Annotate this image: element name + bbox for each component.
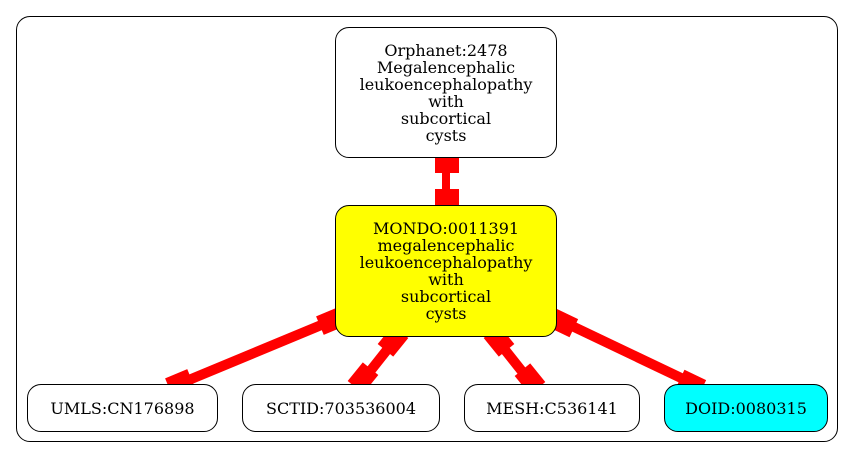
umls-node-label: UMLS:CN176898 [50, 398, 195, 418]
mondo-node-line-3: leukoencephalopathy [359, 253, 533, 272]
orphanet-node-line-6: cysts [425, 125, 467, 145]
mondo-node-line-4: with [428, 270, 464, 289]
mondo-node-line-5: subcortical [400, 287, 492, 306]
doid-node[interactable]: DOID:0080315 [664, 384, 828, 432]
doid-node-label: DOID:0080315 [685, 398, 807, 418]
orphanet-node[interactable]: Orphanet:2478 Megalencephalic leukoencep… [335, 27, 557, 158]
mesh-node-label: MESH:C536141 [486, 398, 618, 418]
mondo-node-line-6: cysts [425, 304, 467, 323]
orphanet-node-line-4: with [428, 91, 464, 111]
mondo-node-id: MONDO:0011391 [372, 219, 520, 238]
mondo-node-line-2: megalencephalic [377, 236, 515, 255]
sctid-node[interactable]: SCTID:703536004 [242, 384, 440, 432]
mesh-node[interactable]: MESH:C536141 [464, 384, 640, 432]
mondo-node[interactable]: MONDO:0011391 megalencephalic leukoencep… [335, 205, 557, 337]
orphanet-node-id: Orphanet:2478 [384, 40, 508, 60]
graph-frame [16, 16, 838, 442]
edge-center-doid [548, 311, 703, 392]
edge-center-umls [170, 311, 345, 392]
umls-node[interactable]: UMLS:CN176898 [27, 384, 218, 432]
sctid-node-label: SCTID:703536004 [265, 398, 417, 418]
orphanet-node-line-2: Megalencephalic [376, 57, 516, 77]
orphanet-node-line-5: subcortical [400, 108, 492, 128]
orphanet-node-line-3: leukoencephalopathy [359, 74, 533, 94]
